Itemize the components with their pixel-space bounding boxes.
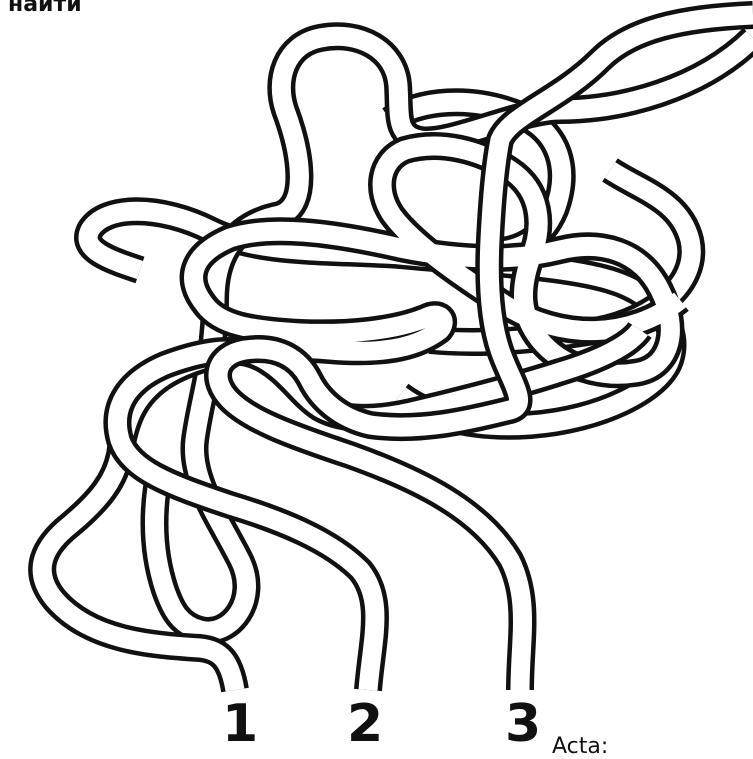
rope-outlines (42, 15, 753, 690)
start-label-3: 3 (505, 698, 541, 750)
start-label-2: 2 (347, 698, 383, 750)
start-label-1: 1 (222, 698, 258, 750)
footer-text: Acta: (552, 734, 608, 759)
